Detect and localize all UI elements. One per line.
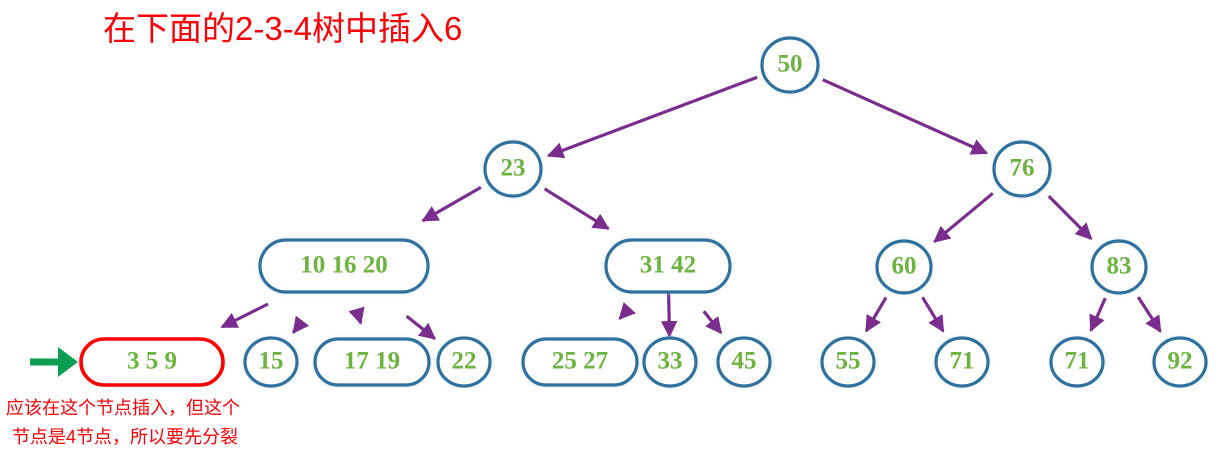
tree-edge <box>864 296 888 333</box>
tree-edge <box>421 186 482 223</box>
node-keys-label: 3 5 9 <box>127 348 177 375</box>
node-outline <box>760 36 820 94</box>
tree-node[interactable]: 76 <box>992 140 1052 198</box>
tree-node[interactable]: 25 27 <box>521 337 639 387</box>
node-keys-label: 22 <box>452 348 477 375</box>
node-outline <box>1090 239 1148 295</box>
tree-edge <box>1136 296 1162 333</box>
tree-edge <box>618 302 636 320</box>
tree-node[interactable]: 92 <box>1152 336 1208 388</box>
tree-nodes: 50 23 76 10 16 20 31 42 60 83 3 5 9 15 17 19 22 25 … <box>79 36 1208 388</box>
annotation-line-1: 应该在这个节点插入，但这个 <box>6 398 240 418</box>
node-keys-label: 92 <box>1168 348 1193 375</box>
annotation-line-2: 节点是4节点，所以要先分裂 <box>12 427 238 447</box>
tree-node[interactable]: 55 <box>820 336 876 388</box>
tree-edge <box>543 187 610 231</box>
node-keys-label: 71 <box>1065 348 1090 375</box>
tree-node[interactable]: 71 <box>934 336 990 388</box>
tree-node[interactable]: 71 <box>1049 336 1105 388</box>
node-keys-label: 45 <box>732 348 757 375</box>
node-keys-label: 17 19 <box>344 348 400 375</box>
tree-node[interactable]: 10 16 20 <box>258 238 430 294</box>
node-keys-label: 83 <box>1107 253 1132 280</box>
tree-node[interactable]: 31 42 <box>604 238 732 294</box>
node-outline <box>521 337 639 387</box>
node-keys-label: 31 42 <box>640 252 696 279</box>
node-keys-label: 10 16 20 <box>300 252 388 279</box>
page-title: 在下面的2-3-4树中插入6 <box>103 10 462 47</box>
node-keys-label: 50 <box>778 51 803 78</box>
tree-edge <box>220 302 269 329</box>
tree-node[interactable]: 60 <box>875 239 933 295</box>
node-outline <box>642 336 698 388</box>
node-outline-highlighted <box>79 337 225 387</box>
tree-edge <box>1089 297 1107 333</box>
node-keys-label: 55 <box>836 348 861 375</box>
tree-node[interactable]: 50 <box>760 36 820 94</box>
node-outline <box>258 238 430 294</box>
node-outline <box>1152 336 1208 388</box>
node-outline <box>875 239 933 295</box>
tree-edge <box>660 292 678 338</box>
node-keys-label: 25 27 <box>552 348 608 375</box>
tree-edge <box>933 192 994 243</box>
tree-edge <box>292 315 310 334</box>
tree-edge <box>348 306 365 325</box>
insert-pointer-arrow <box>30 347 78 377</box>
tree-node[interactable]: 17 19 <box>313 337 431 387</box>
node-outline <box>313 337 431 387</box>
tree-edge <box>1047 194 1093 240</box>
node-outline <box>604 238 732 294</box>
node-keys-label: 33 <box>658 348 683 375</box>
node-keys-label: 71 <box>950 348 975 375</box>
tree-edge <box>405 314 437 340</box>
tree-node[interactable]: 83 <box>1090 239 1148 295</box>
tree-node[interactable]: 15 <box>243 336 299 388</box>
node-outline <box>992 140 1052 198</box>
node-outline <box>716 336 772 388</box>
tree-edges <box>220 75 1162 340</box>
tree-node[interactable]: 23 <box>483 140 543 198</box>
node-keys-label: 60 <box>892 253 917 280</box>
tree-node[interactable]: 3 5 9 <box>79 337 225 387</box>
node-outline <box>1049 336 1105 388</box>
node-outline <box>436 336 492 388</box>
tree-node[interactable]: 45 <box>716 336 772 388</box>
tree-edge <box>546 75 758 159</box>
tree-edge <box>702 310 723 335</box>
tree-node[interactable]: 22 <box>436 336 492 388</box>
node-keys-label: 23 <box>501 155 526 182</box>
node-outline <box>934 336 990 388</box>
tree-edge <box>921 296 945 333</box>
node-keys-label: 15 <box>259 348 284 375</box>
node-outline <box>820 336 876 388</box>
tree-node[interactable]: 33 <box>642 336 698 388</box>
node-keys-label: 76 <box>1010 155 1035 182</box>
tree-edge <box>822 78 989 155</box>
node-outline <box>243 336 299 388</box>
right-arrow-icon <box>30 347 78 377</box>
node-outline <box>483 140 543 198</box>
